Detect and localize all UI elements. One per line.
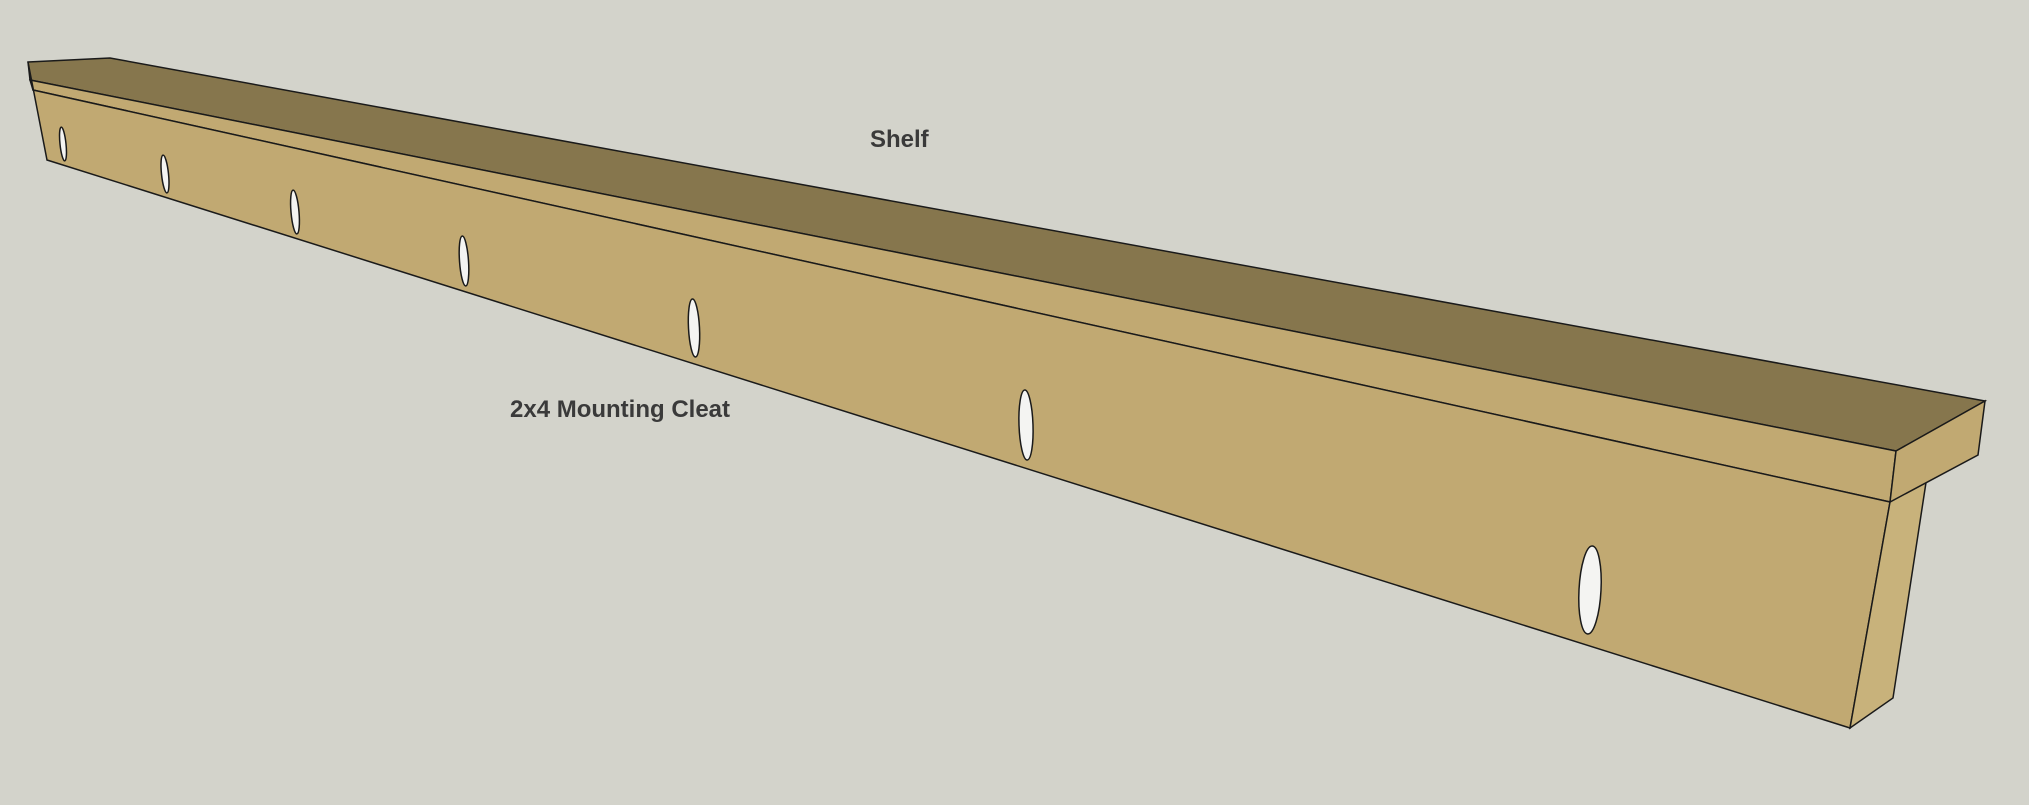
mounting-hole: [1578, 545, 1602, 635]
mounting-hole: [160, 154, 170, 194]
cleat-front-face: [27, 61, 1891, 729]
mounting-holes: [58, 126, 1602, 635]
mounting-hole: [458, 235, 470, 287]
mounting-hole: [687, 298, 701, 358]
shelf-end-face: [1889, 399, 1986, 504]
shelf-label: Shelf: [870, 126, 929, 153]
cleat-label: 2x4 Mounting Cleat: [510, 396, 731, 423]
mounting-hole: [289, 189, 301, 235]
mounting-hole: [1018, 389, 1034, 461]
mounting-hole: [58, 126, 68, 162]
